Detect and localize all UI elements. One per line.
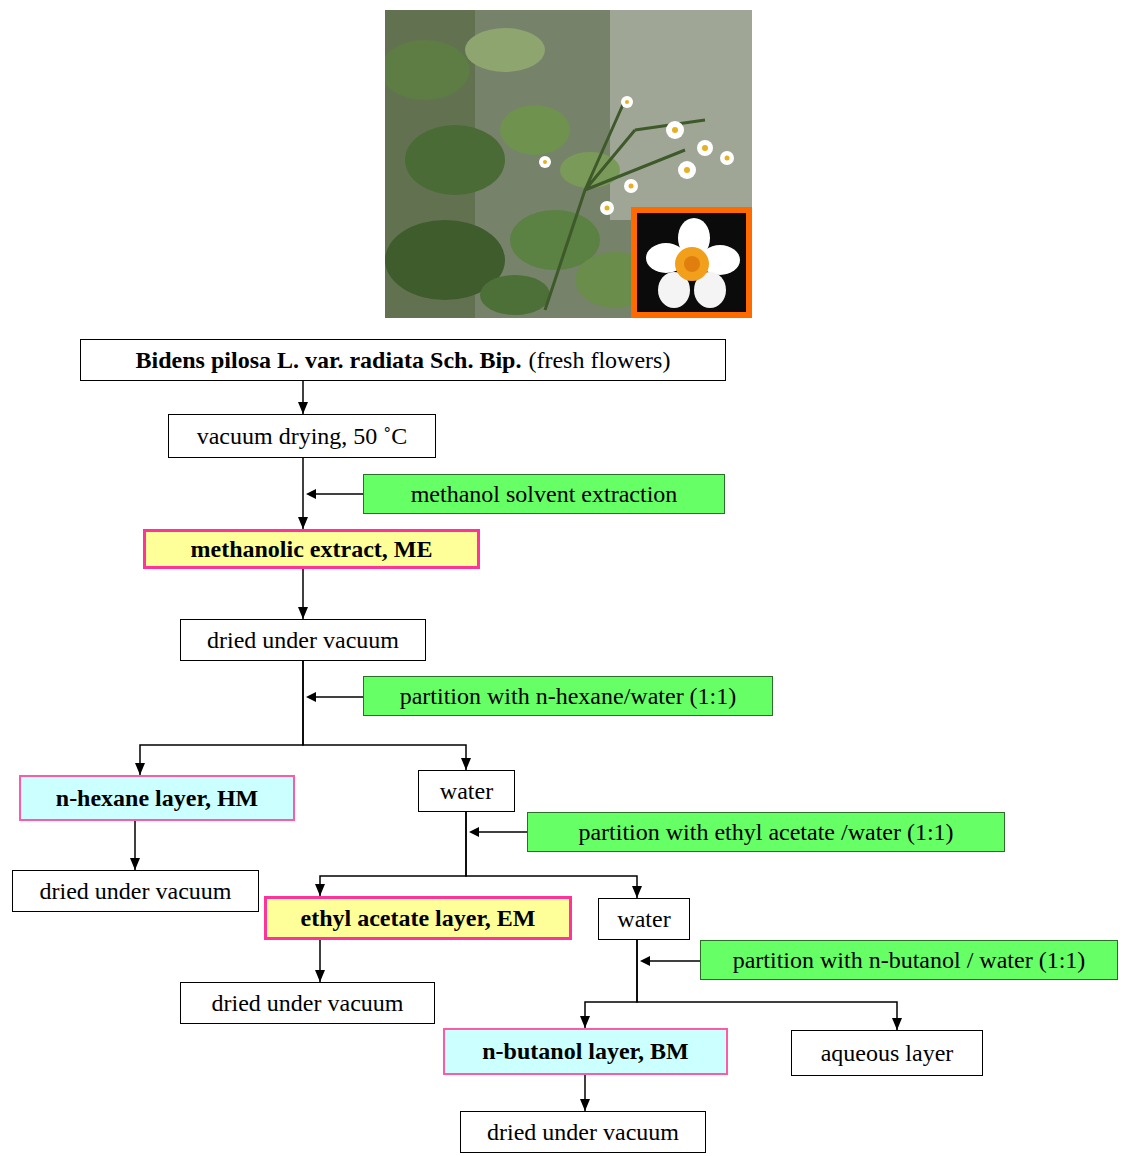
side-arrow-head — [306, 692, 316, 702]
photo-leaf — [405, 125, 505, 195]
flow-arrow — [302, 569, 304, 619]
node-label: dried under vacuum — [487, 1118, 679, 1147]
photo-stem — [545, 100, 705, 310]
photo-leaf — [385, 40, 470, 100]
side-arrow-head — [306, 489, 316, 499]
process-box: water — [418, 770, 515, 812]
solvent-step-box: partition with ethyl acetate /water (1:1… — [527, 812, 1005, 852]
process-box: water — [598, 898, 690, 940]
flow-arrow — [319, 940, 321, 982]
fraction-box: n-hexane layer, HM — [19, 775, 295, 821]
flow-arrow — [302, 381, 304, 414]
side-arrow-head — [640, 956, 650, 966]
node-label: ethyl acetate layer, EM — [300, 904, 535, 933]
node-label: water — [617, 905, 670, 934]
process-box: Bidens pilosa L. var. radiata Sch. Bip.(… — [80, 339, 726, 381]
solvent-step-box: partition with n-butanol / water (1:1) — [700, 940, 1118, 980]
node-label: methanol solvent extraction — [411, 480, 678, 509]
side-arrow — [315, 493, 363, 495]
side-arrow — [315, 696, 363, 698]
flow-arrow — [140, 661, 303, 775]
node-label: aqueous layer — [821, 1039, 954, 1068]
flow-arrow — [584, 1075, 586, 1111]
node-label: methanolic extract, ME — [191, 535, 433, 564]
flow-arrow — [585, 940, 637, 1028]
node-label: vacuum drying, 50 ˚C — [197, 422, 408, 451]
node-label: partition with n-butanol / water (1:1) — [733, 946, 1086, 975]
node-label: n-butanol layer, BM — [482, 1037, 688, 1066]
highlight-fraction-box: methanolic extract, ME — [143, 529, 480, 569]
photo-flowers — [539, 96, 734, 215]
process-box: vacuum drying, 50 ˚C — [168, 414, 436, 458]
plant-photo — [385, 10, 752, 318]
process-box: dried under vacuum — [180, 982, 435, 1024]
node-label: Bidens pilosa L. var. radiata Sch. Bip. — [136, 346, 522, 375]
fraction-box: n-butanol layer, BM — [443, 1028, 728, 1075]
process-box: dried under vacuum — [460, 1111, 706, 1153]
node-label: partition with ethyl acetate /water (1:1… — [578, 818, 953, 847]
node-label: dried under vacuum — [212, 989, 404, 1018]
flow-arrow — [320, 812, 466, 896]
solvent-step-box: partition with n-hexane/water (1:1) — [363, 676, 773, 716]
process-box: dried under vacuum — [12, 870, 259, 912]
photo-leaf — [480, 275, 550, 315]
node-label: water — [440, 777, 493, 806]
side-arrow — [649, 960, 700, 962]
flow-arrow — [134, 821, 136, 870]
side-arrow — [478, 831, 527, 833]
solvent-step-box: methanol solvent extraction — [363, 474, 725, 514]
flower-inset — [634, 210, 749, 315]
node-label: partition with n-hexane/water (1:1) — [400, 682, 737, 711]
process-box: dried under vacuum — [180, 619, 426, 661]
photo-wall — [610, 10, 752, 220]
node-label: dried under vacuum — [207, 626, 399, 655]
node-label: (fresh flowers) — [528, 346, 670, 375]
process-box: aqueous layer — [791, 1030, 983, 1076]
highlight-fraction-box: ethyl acetate layer, EM — [264, 896, 572, 940]
photo-leaf — [500, 105, 570, 155]
node-label: n-hexane layer, HM — [56, 784, 258, 813]
flow-arrow — [302, 458, 304, 529]
side-arrow-head — [469, 827, 479, 837]
photo-leaf — [465, 28, 545, 72]
node-label: dried under vacuum — [40, 877, 232, 906]
